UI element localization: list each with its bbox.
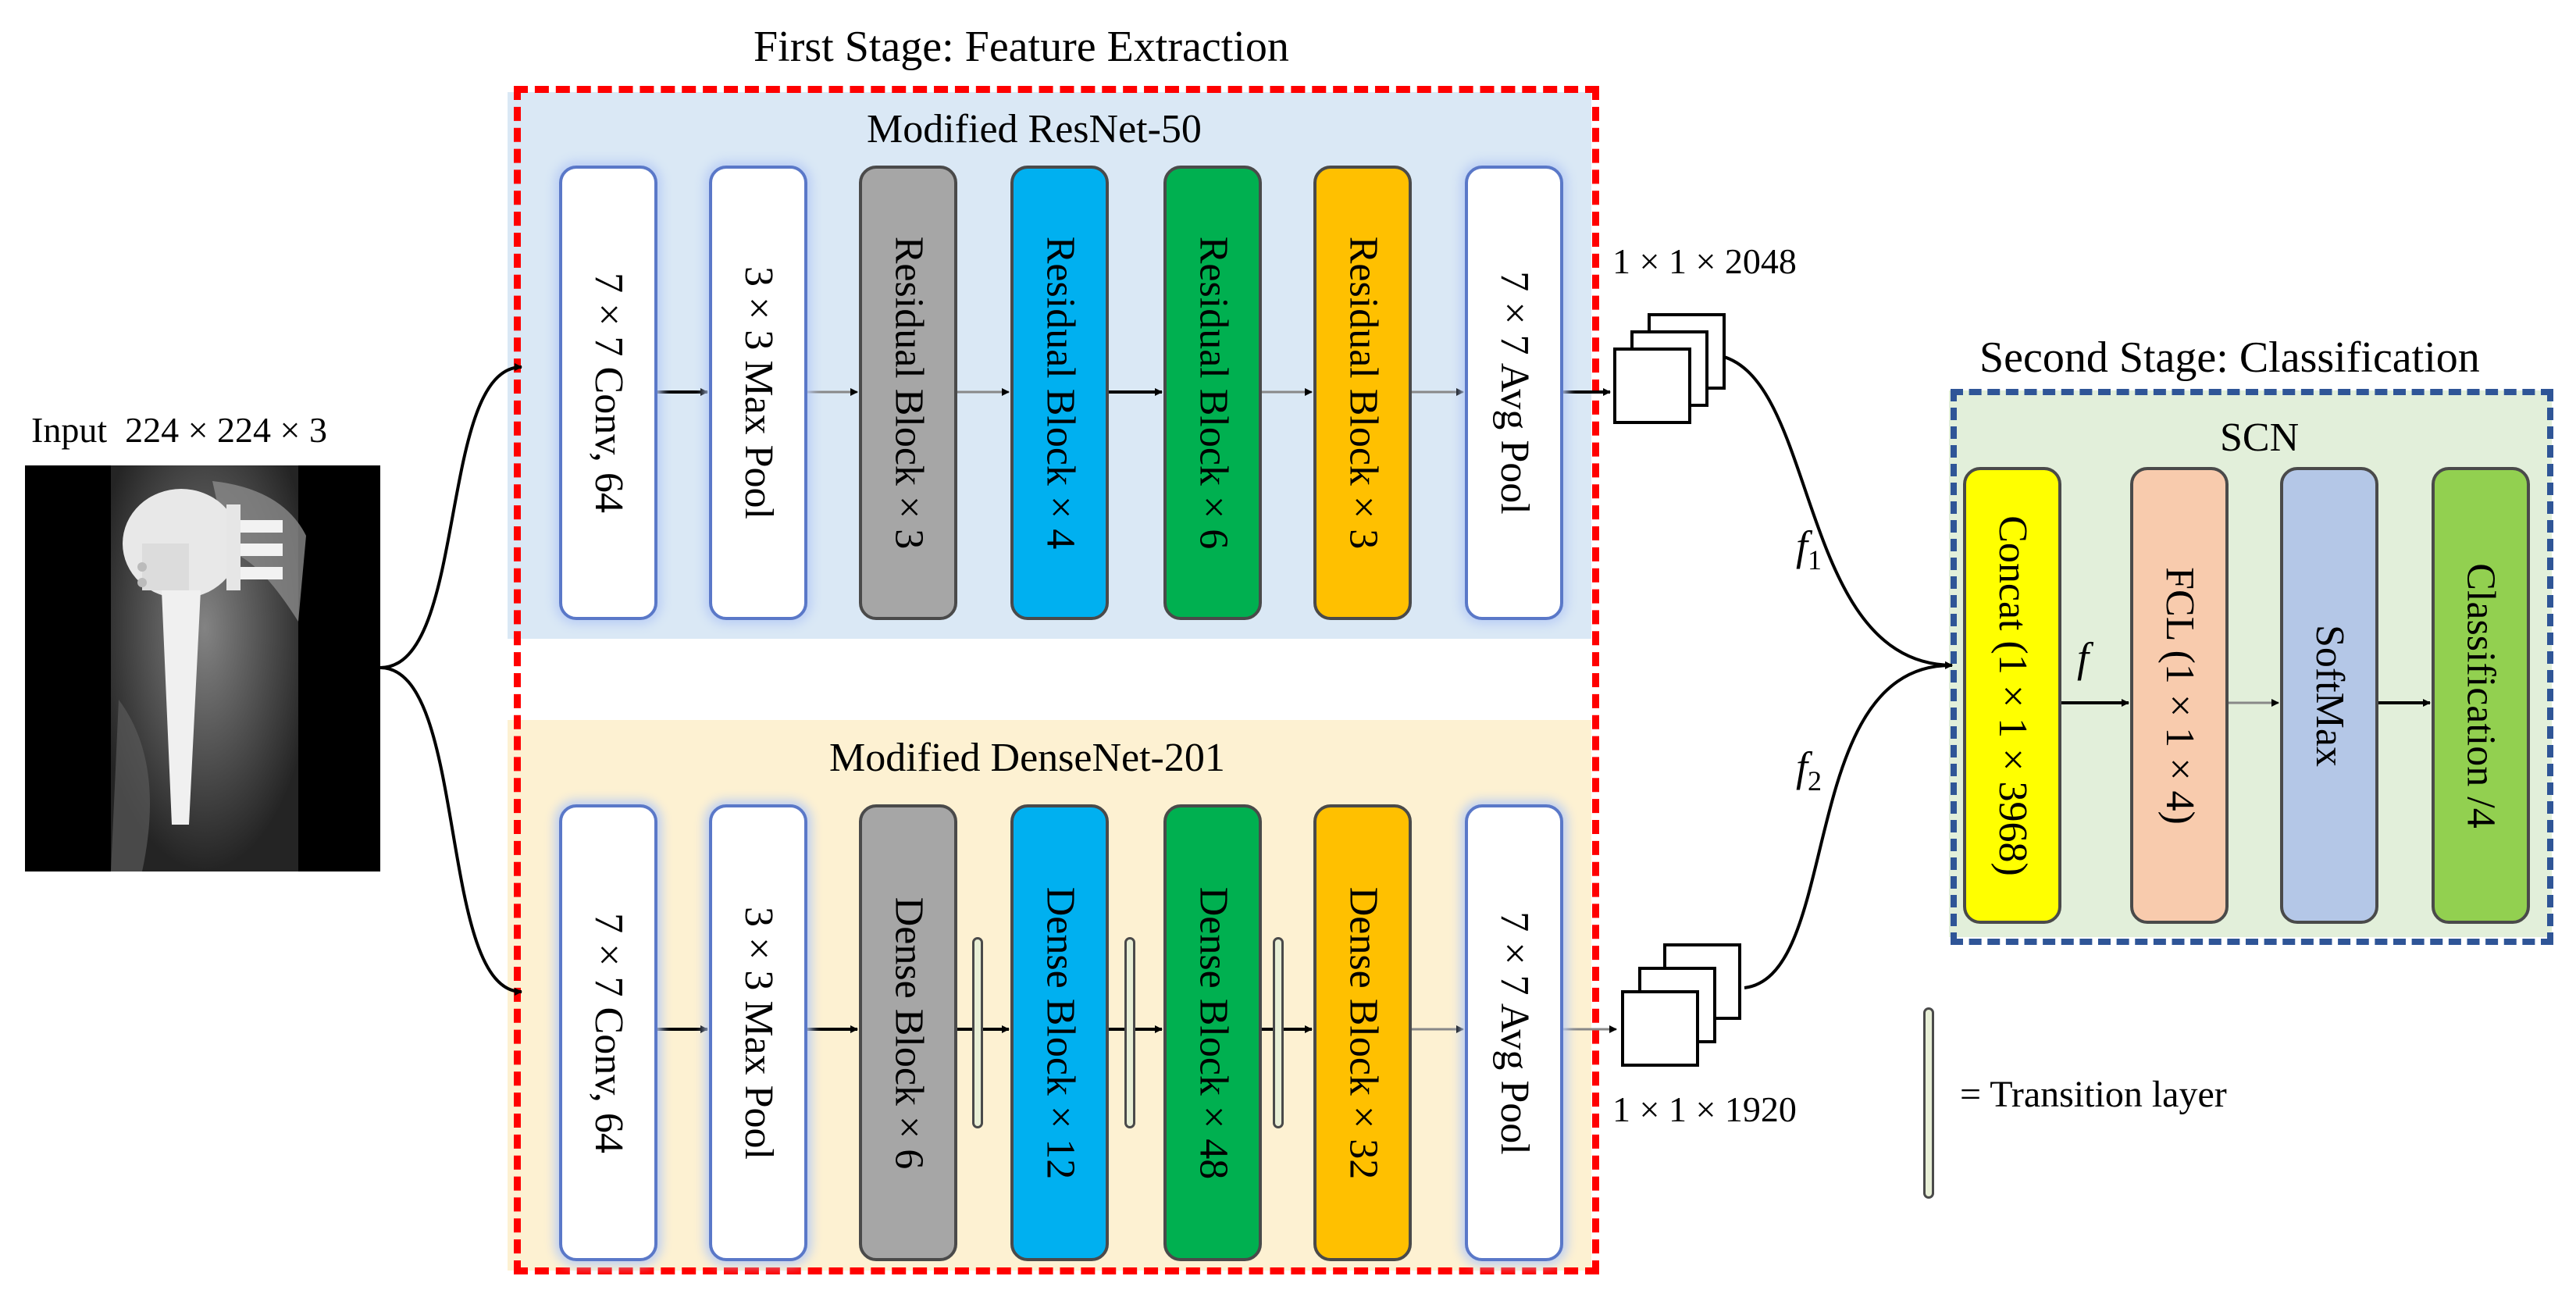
scn-title: SCN [2220, 415, 2300, 460]
densenet-dense-block-48: Dense Block × 48 [1163, 804, 1262, 1261]
second-stage-title: Second Stage: Classification [1979, 333, 2480, 382]
densenet-output-dims: 1 × 1 × 1920 [1612, 1089, 1797, 1129]
resnet-maxpool-block: 3 × 3 Max Pool [709, 166, 807, 620]
densenet-dense-block-12: Dense Block × 12 [1010, 804, 1109, 1261]
densenet-dense-block-32: Dense Block × 32 [1313, 804, 1412, 1261]
scn-softmax-block: SoftMax [2280, 467, 2378, 924]
first-stage-title: First Stage: Feature Extraction [754, 23, 1289, 71]
transition-layer-1 [972, 937, 983, 1128]
feature-f2-label: f2 [1796, 743, 1822, 797]
densenet-title: Modified DenseNet-201 [829, 736, 1225, 780]
densenet-avgpool-block: 7 × 7 Avg Pool [1465, 804, 1563, 1261]
scn-concat-block: Concat (1 × 1 × 3968) [1963, 467, 2061, 924]
resnet-residual-block-3a: Residual Block × 3 [859, 166, 957, 620]
resnet-output-dims: 1 × 1 × 2048 [1612, 241, 1797, 281]
feature-f1-label: f1 [1796, 522, 1822, 576]
resnet-residual-block-4: Residual Block × 4 [1010, 166, 1109, 620]
scn-classification-block: Classification /4 [2432, 467, 2530, 924]
legend-transition-icon [1923, 1007, 1934, 1199]
densenet-maxpool-block: 3 × 3 Max Pool [709, 804, 807, 1261]
transition-layer-3 [1273, 937, 1284, 1128]
resnet-avgpool-block: 7 × 7 Avg Pool [1465, 166, 1563, 620]
legend-transition-label: = Transition layer [1960, 1074, 2227, 1115]
xray-image [25, 465, 380, 871]
resnet-residual-block-3b: Residual Block × 3 [1313, 166, 1412, 620]
second-stage-border [1951, 389, 2553, 945]
resnet-residual-block-6: Residual Block × 6 [1163, 166, 1262, 620]
scn-fcl-block: FCL (1 × 1 × 4) [2130, 467, 2229, 924]
resnet-title: Modified ResNet-50 [867, 107, 1202, 151]
feature-f-label: f [2077, 634, 2090, 681]
resnet-conv-block: 7 × 7 Conv, 64 [559, 166, 657, 620]
transition-layer-2 [1124, 937, 1135, 1128]
densenet-dense-block-6: Dense Block × 6 [859, 804, 957, 1261]
densenet-conv-block: 7 × 7 Conv, 64 [559, 804, 657, 1261]
first-stage-border [514, 86, 1599, 1274]
input-label: Input 224 × 224 × 3 [31, 410, 327, 450]
